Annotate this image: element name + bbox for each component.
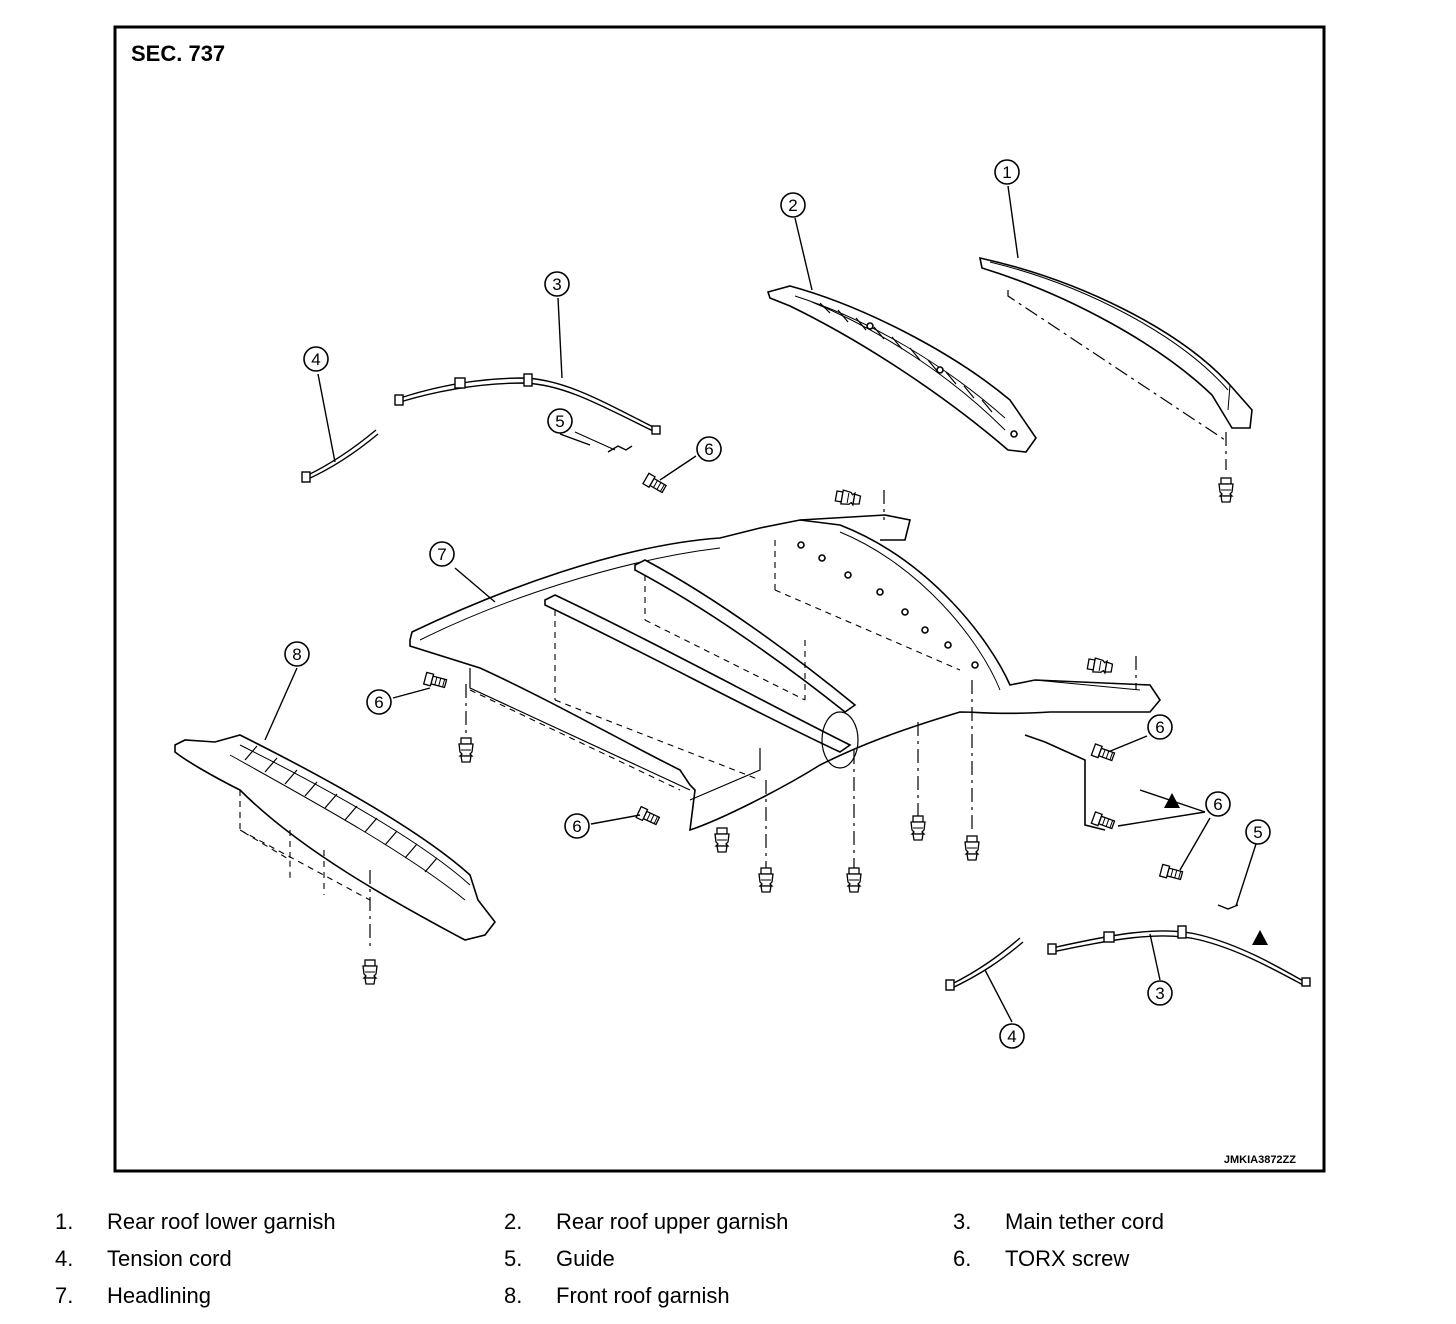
svg-text:5: 5 [1253, 823, 1262, 842]
callout-6: 6 [696, 436, 722, 462]
svg-text:2: 2 [788, 196, 797, 215]
legend-number: 6. [953, 1246, 972, 1271]
svg-text:6: 6 [1213, 795, 1222, 814]
svg-text:5: 5 [555, 412, 564, 431]
svg-text:6: 6 [572, 817, 581, 836]
callout-4: 4 [303, 346, 329, 372]
part-headlining [409, 488, 1161, 893]
part-main-tether-cord-lower [1047, 925, 1311, 987]
callout-6-c: 6 [564, 813, 590, 839]
svg-text:4: 4 [1007, 1027, 1016, 1046]
legend-number: 3. [953, 1209, 972, 1234]
svg-text:7: 7 [437, 545, 446, 564]
part-rear-roof-lower-garnish [978, 256, 1253, 503]
figure-code: JMKIA3872ZZ [1224, 1154, 1296, 1166]
svg-text:6: 6 [374, 693, 383, 712]
svg-text:3: 3 [1155, 984, 1164, 1003]
exploded-view-diagram: SEC. 737 JMKIA3872ZZ [113, 25, 1326, 1173]
svg-text:1: 1 [1002, 163, 1011, 182]
callout-2: 2 [780, 192, 806, 218]
legend-label: Guide [556, 1246, 615, 1271]
legend-number: 8. [504, 1283, 523, 1308]
legend-label: Rear roof lower garnish [107, 1209, 336, 1234]
svg-text:3: 3 [552, 275, 561, 294]
callout-8: 8 [284, 641, 310, 667]
callout-5-b: 5 [1245, 819, 1271, 845]
callout-5: 5 [547, 408, 573, 434]
callout-4-b: 4 [999, 1023, 1025, 1049]
callout-6-e: 6 [1205, 791, 1231, 817]
legend-label: Tension cord [107, 1246, 232, 1271]
callout-3-b: 3 [1147, 980, 1173, 1006]
part-guide-upper [574, 431, 633, 453]
legend-number: 7. [55, 1283, 74, 1308]
part-main-tether-cord-upper [394, 373, 661, 435]
part-tension-cord-lower [945, 937, 1024, 991]
callouts: 1 2 3 4 5 6 7 8 6 6 6 6 5 3 4 [284, 159, 1271, 1049]
callout-3: 3 [544, 271, 570, 297]
legend-label: Headlining [107, 1283, 211, 1308]
callout-7: 7 [429, 541, 455, 567]
part-tension-cord-upper [301, 429, 379, 483]
legend-number: 5. [504, 1246, 523, 1271]
legend-number: 4. [55, 1246, 74, 1271]
part-front-roof-garnish [174, 734, 497, 985]
legend-label: Main tether cord [1005, 1209, 1164, 1234]
part-rear-roof-upper-garnish [766, 285, 1037, 453]
svg-text:6: 6 [1155, 718, 1164, 737]
callout-1: 1 [994, 159, 1020, 185]
callout-6-b: 6 [366, 689, 392, 715]
svg-text:8: 8 [292, 645, 301, 664]
part-guide-lower [1217, 904, 1239, 910]
warning-triangle-icon [1252, 930, 1268, 945]
section-label: SEC. 737 [131, 41, 225, 66]
diagram-frame [113, 25, 1326, 1173]
legend-label: TORX screw [1005, 1246, 1130, 1271]
callout-leaders [264, 185, 1257, 1023]
legend-label: Front roof garnish [556, 1283, 730, 1308]
svg-text:6: 6 [704, 440, 713, 459]
svg-text:4: 4 [311, 350, 320, 369]
legend-label: Rear roof upper garnish [556, 1209, 789, 1234]
legend-number: 1. [55, 1209, 74, 1234]
callout-6-d: 6 [1147, 714, 1173, 740]
legend-number: 2. [504, 1209, 523, 1234]
